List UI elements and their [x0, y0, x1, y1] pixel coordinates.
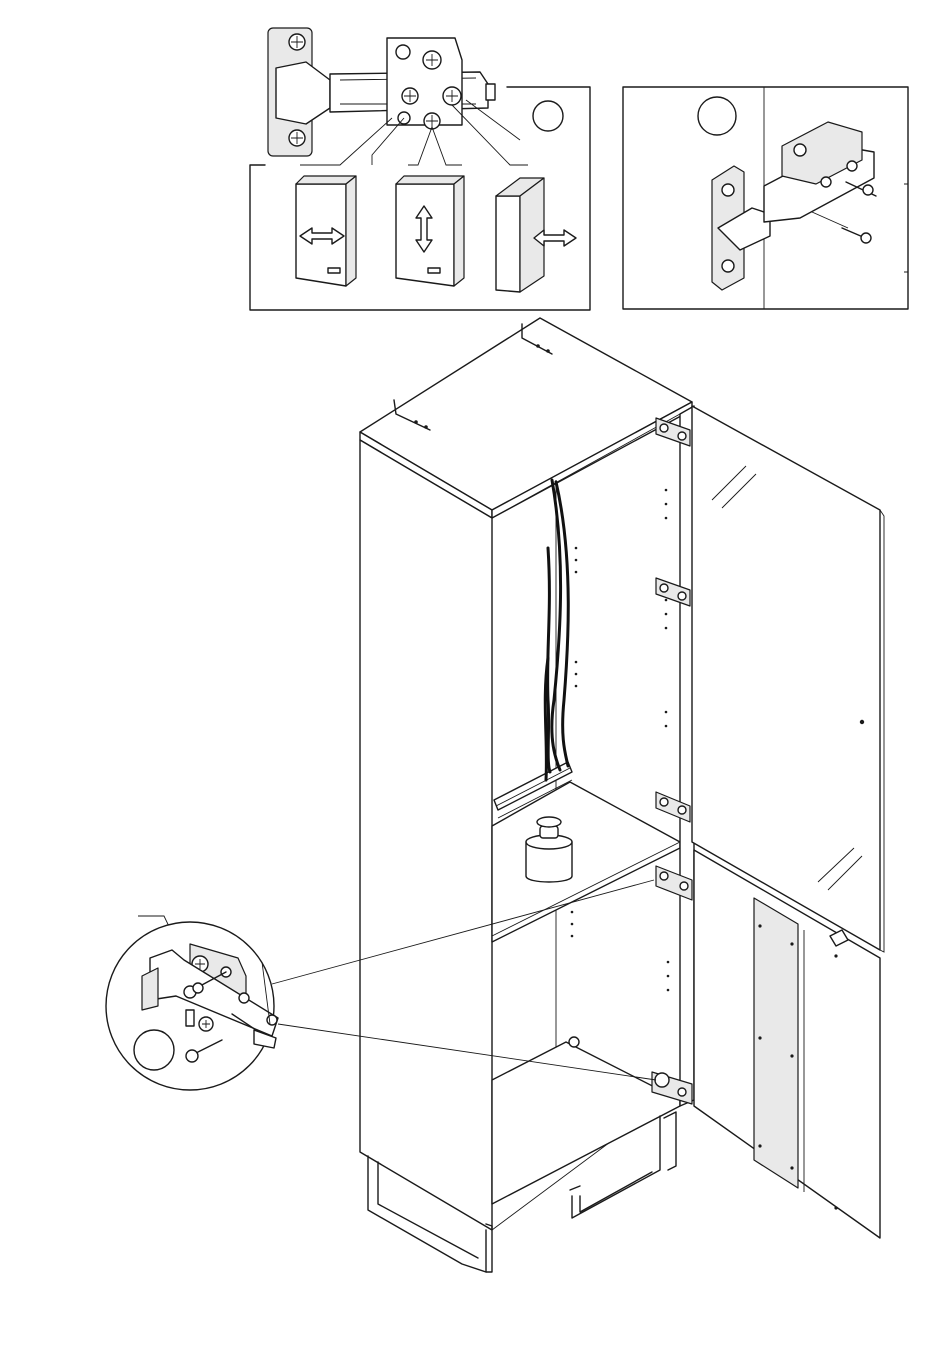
- hinge-zoom-detail: [106, 916, 278, 1090]
- hinge-adjustment-detail: [250, 28, 590, 310]
- hinge-mounting-detail: [623, 87, 908, 309]
- side-panel: [360, 440, 492, 1230]
- bottom-shelf: [492, 1042, 680, 1204]
- door-adjust-vertical: [396, 176, 464, 286]
- step-marker: [698, 97, 736, 135]
- cabinet-assembly: [272, 318, 884, 1272]
- step-marker: [134, 1030, 174, 1070]
- door-adjust-horizontal: [296, 176, 356, 286]
- fixed-shelf: [492, 782, 680, 942]
- step-marker: [533, 101, 563, 131]
- door-adjust-depth: [496, 178, 576, 292]
